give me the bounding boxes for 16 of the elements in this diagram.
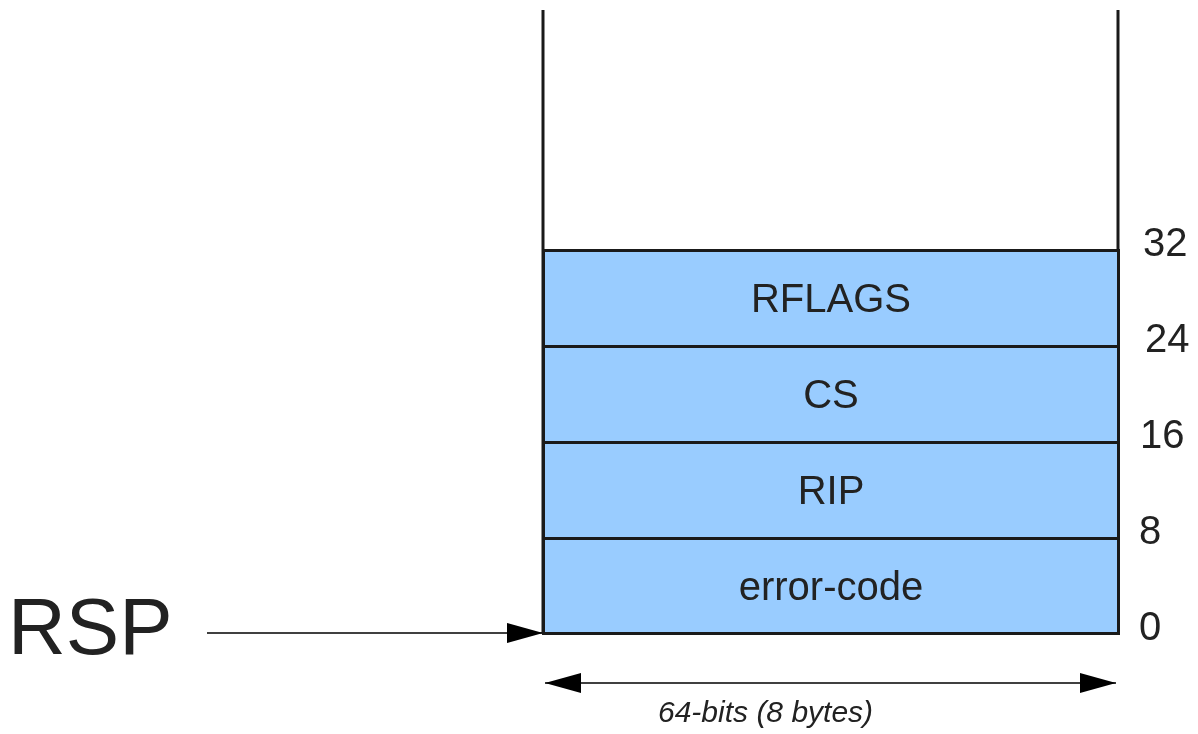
offset-number: 8 [1139, 510, 1162, 550]
offset-number: 24 [1145, 318, 1190, 358]
register-label: RSP [8, 585, 190, 669]
slot-label: RFLAGS [750, 276, 911, 321]
dimension-label: 64-bits (8 bytes) [658, 697, 874, 727]
slot-label: error-code [738, 563, 924, 609]
pointer-arrow [206, 623, 544, 643]
stack-slot [542, 249, 1120, 348]
stack-slot [542, 441, 1120, 540]
stack-slot [542, 345, 1120, 444]
offset-number: 16 [1140, 414, 1185, 454]
slot-label: RIP [797, 468, 865, 513]
offset-number: 0 [1139, 606, 1162, 646]
stack-slot [542, 537, 1120, 635]
offset-number: 32 [1143, 222, 1188, 262]
slot-label: CS [803, 372, 859, 417]
